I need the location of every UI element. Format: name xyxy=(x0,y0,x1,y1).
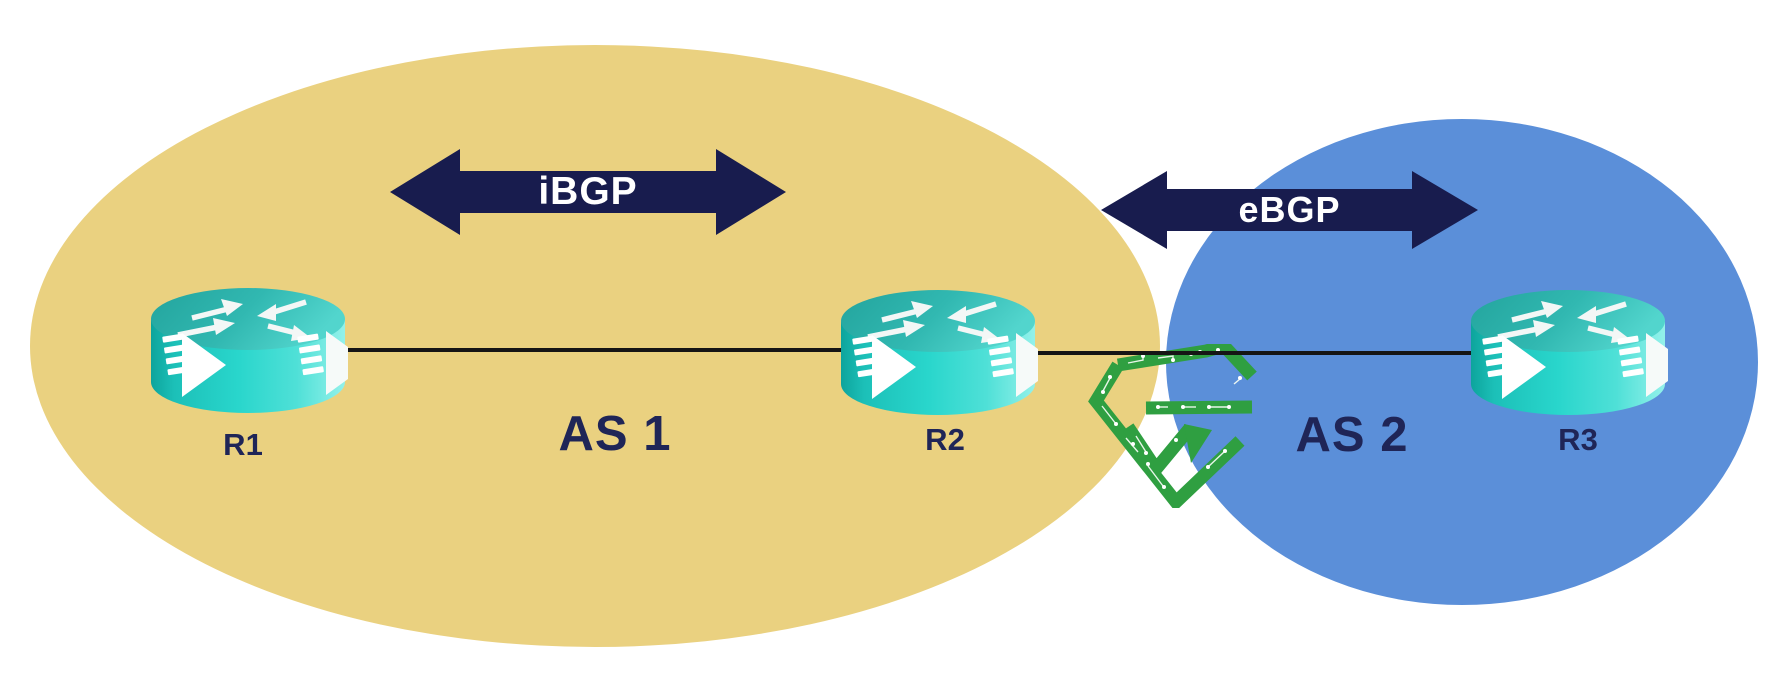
router-label-r3: R3 xyxy=(1558,422,1598,457)
router-icon-r2 xyxy=(838,288,1038,418)
ebgp-double-arrow-icon xyxy=(1101,171,1478,249)
link-r1-r2 xyxy=(340,348,842,352)
link-r2-r3 xyxy=(1032,351,1472,355)
circuit-g-watermark-icon xyxy=(1088,344,1257,508)
ebgp-session-label: eBGP xyxy=(1238,189,1341,230)
router-icon-r3 xyxy=(1468,288,1668,418)
router-label-r1: R1 xyxy=(223,427,263,462)
router-label-r2: R2 xyxy=(925,422,965,457)
ibgp-session-label: iBGP xyxy=(538,170,638,213)
router-icon-r1 xyxy=(148,286,348,416)
as2-label: AS 2 xyxy=(1295,408,1409,462)
as1-label: AS 1 xyxy=(558,407,672,461)
ibgp-double-arrow-icon xyxy=(390,149,786,235)
